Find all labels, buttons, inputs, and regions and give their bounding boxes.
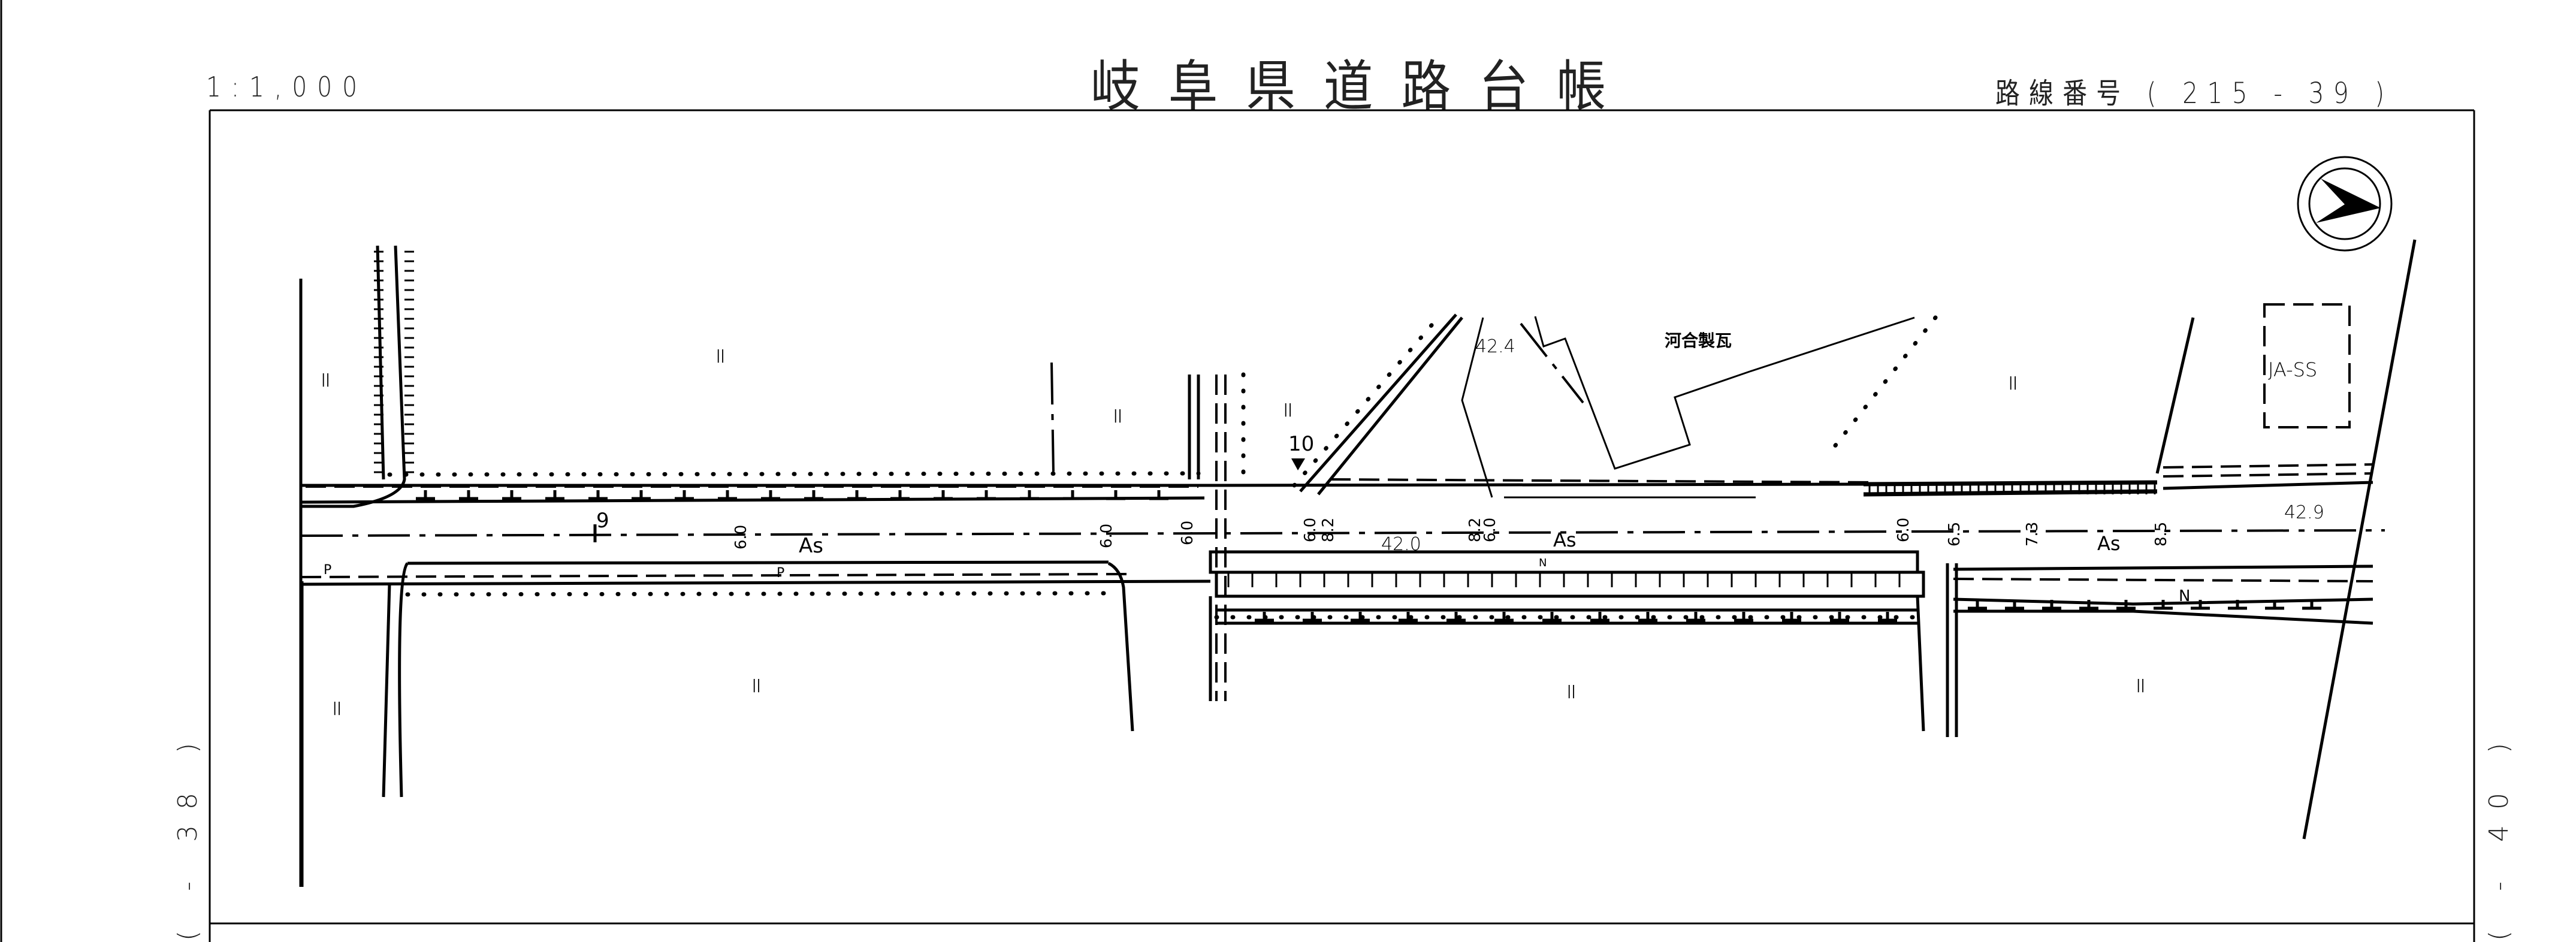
field-symbol: || [752, 678, 761, 693]
width-label: 8.2 [1466, 518, 1484, 542]
field-symbol: || [2009, 375, 2018, 390]
pavement-label: As [1553, 529, 1577, 551]
curb-marker [1686, 612, 1705, 622]
station-9-label: 9 [596, 509, 609, 533]
pavement-label: As [2097, 532, 2121, 555]
field-symbol: || [2136, 678, 2145, 693]
curb-marker [2005, 600, 2024, 610]
curb-marker [1638, 612, 1657, 622]
curb-marker [2191, 600, 2210, 610]
field-symbol: || [321, 372, 330, 387]
route-number: 路線番号 ( 215 - 39 ) [1995, 77, 2394, 110]
gas-station-label: JA-SS [2268, 358, 2317, 381]
curb-marker [1063, 490, 1082, 500]
curb-marker [1255, 612, 1274, 622]
curb-marker [1303, 612, 1322, 622]
field-symbol: || [333, 701, 342, 715]
parking-label: P [777, 566, 784, 581]
curb-marker [632, 490, 651, 500]
curb-marker [847, 490, 866, 500]
curb-marker [502, 490, 521, 500]
width-label: 6.0 [1895, 518, 1913, 542]
sheet-title: 岐阜県道路台帳 [1091, 55, 1635, 119]
width-label: 6.0 [1098, 524, 1116, 548]
curb-marker [761, 490, 780, 500]
curb-marker [1782, 612, 1801, 622]
field-symbol: || [1284, 402, 1292, 417]
curb-marker [416, 490, 435, 500]
curb-marker [1020, 490, 1039, 500]
curb-marker [1590, 612, 1609, 622]
north-arrow-icon [2297, 156, 2393, 252]
curb-marker [1149, 490, 1168, 500]
curb-marker [1968, 600, 1987, 610]
elevation-label: 42.0 [1381, 534, 1421, 555]
curb-marker [2154, 600, 2173, 610]
factory-label: 河合製瓦 [1665, 331, 1732, 351]
station-10-label: 10 [1288, 432, 1314, 456]
width-label: 6.0 [1301, 518, 1319, 542]
factory-building [1461, 315, 1938, 499]
curb-marker [934, 490, 953, 500]
width-label: 6.0 [732, 525, 750, 550]
curb-marker [2042, 600, 2061, 610]
pavement-label: As [799, 534, 823, 558]
sheet-frame [209, 109, 2475, 942]
curb-marker [1542, 612, 1562, 622]
gas-station-outline [2263, 303, 2351, 428]
curb-marker [2116, 600, 2136, 610]
curb-marker [2079, 600, 2098, 610]
curb-marker [1830, 612, 1849, 622]
curb-marker [890, 490, 910, 500]
curb-marker [1734, 612, 1753, 622]
width-label: 8.2 [1319, 518, 1337, 542]
field-symbol: || [1113, 408, 1122, 423]
scale-label: 1:1,000 [206, 71, 367, 103]
curb-marker [2228, 600, 2247, 610]
curb-marker [977, 490, 996, 500]
curb-marker [1446, 612, 1466, 622]
curb-marker [718, 490, 737, 500]
curb-marker [675, 490, 694, 500]
curb-marker [1351, 612, 1370, 622]
curb-marker [2265, 600, 2284, 610]
field-symbol: || [1567, 684, 1576, 699]
curb-marker [588, 490, 608, 500]
width-label: 6.0 [1481, 518, 1499, 542]
curb-marker [1399, 612, 1418, 622]
curb-marker [2302, 600, 2321, 610]
curb-marker [459, 490, 478, 500]
station-marker-10 [1291, 458, 1305, 470]
elevation-label: 42.4 [1475, 336, 1515, 357]
road-main [299, 239, 2417, 887]
north-small-label: N [2179, 587, 2190, 605]
curb-marker [804, 490, 823, 500]
curb-marker [1494, 612, 1514, 622]
field-symbol: || [716, 348, 725, 363]
width-label: 8.5 [2152, 522, 2170, 547]
width-label: 6.5 [1946, 522, 1964, 547]
width-label: 7.3 [2024, 522, 2042, 547]
curb-marker [1878, 612, 1897, 622]
curb-marker [1106, 490, 1125, 500]
curb-marker [545, 490, 564, 500]
width-label: 6.0 [1179, 521, 1197, 545]
parking-label: P [324, 563, 331, 578]
north-small-label: N [1539, 557, 1547, 569]
elevation-label: 42.9 [2284, 502, 2324, 523]
